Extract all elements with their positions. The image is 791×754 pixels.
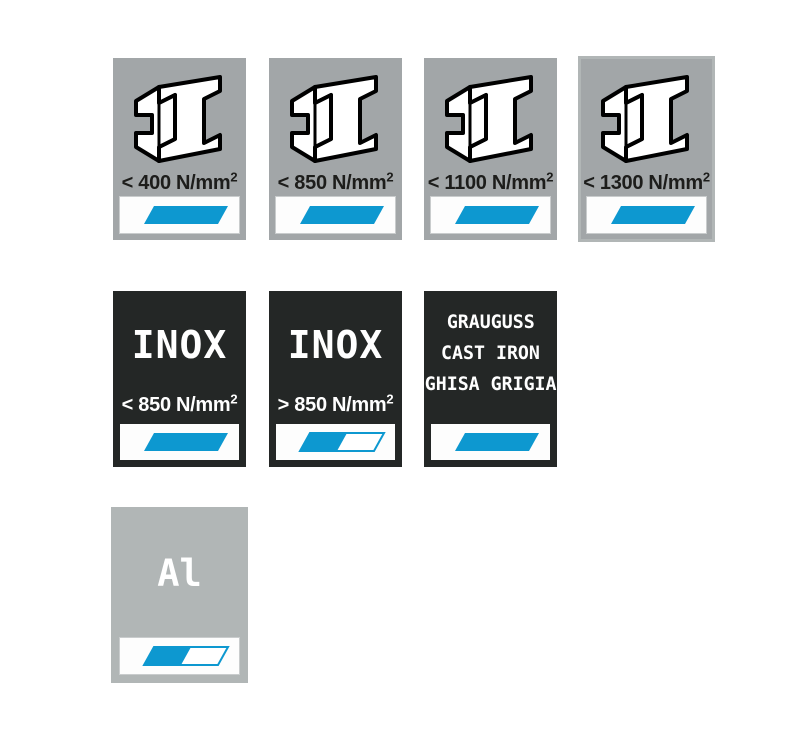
exponent: 2 bbox=[546, 169, 554, 185]
card-body: Al bbox=[113, 509, 246, 637]
fill-indicator-footer bbox=[119, 423, 240, 461]
card-cast-iron[interactable]: GRAUGUSS CAST IRON GHISA GRIGIA bbox=[424, 291, 557, 467]
fill-indicator-footer bbox=[430, 196, 551, 234]
card-body: INOX > 850 N/mm2 bbox=[269, 291, 402, 423]
card-aluminium[interactable]: Al bbox=[113, 509, 246, 681]
fill-indicator-footer bbox=[119, 196, 240, 234]
material-word: Al bbox=[157, 551, 202, 595]
card-steel-400[interactable]: < 400 N/mm2 bbox=[113, 58, 246, 240]
parallelogram-full-icon bbox=[610, 206, 695, 224]
fill-indicator-footer bbox=[119, 637, 240, 675]
fill-indicator-footer bbox=[275, 423, 396, 461]
card-body: < 400 N/mm2 bbox=[113, 58, 246, 196]
cast-iron-name-it: GHISA GRIGIA bbox=[424, 373, 557, 395]
parallelogram-full-icon bbox=[299, 206, 384, 224]
cast-iron-name-de: GRAUGUSS bbox=[446, 311, 535, 333]
i-beam-icon bbox=[444, 75, 533, 163]
strength-label: > 850 N/mm2 bbox=[277, 391, 394, 416]
card-body: < 850 N/mm2 bbox=[269, 58, 402, 196]
parallelogram-full-icon bbox=[143, 433, 228, 451]
cast-iron-names: GRAUGUSS CAST IRON GHISA GRIGIA bbox=[422, 313, 559, 394]
parallelogram-full-icon bbox=[454, 206, 539, 224]
card-body: INOX < 850 N/mm2 bbox=[113, 291, 246, 423]
strength-label: < 1300 N/mm2 bbox=[583, 169, 710, 194]
card-steel-1300[interactable]: < 1300 N/mm2 bbox=[580, 58, 713, 240]
card-steel-850[interactable]: < 850 N/mm2 bbox=[269, 58, 402, 240]
material-word: INOX bbox=[287, 323, 384, 367]
card-steel-1100[interactable]: < 1100 N/mm2 bbox=[424, 58, 557, 240]
parallelogram-half-icon bbox=[297, 432, 386, 452]
card-body: GRAUGUSS CAST IRON GHISA GRIGIA bbox=[424, 291, 557, 423]
i-beam-icon bbox=[133, 75, 222, 163]
i-beam-icon bbox=[600, 75, 689, 163]
parallelogram-full-icon bbox=[143, 206, 228, 224]
fill-indicator-footer bbox=[430, 423, 551, 461]
exponent: 2 bbox=[230, 391, 238, 407]
exponent: 2 bbox=[702, 169, 710, 185]
strength-label: < 400 N/mm2 bbox=[121, 169, 238, 194]
fill-indicator-footer bbox=[275, 196, 396, 234]
material-word: INOX bbox=[131, 323, 228, 367]
card-body: < 1100 N/mm2 bbox=[424, 58, 557, 196]
strength-label: < 850 N/mm2 bbox=[277, 169, 394, 194]
exponent: 2 bbox=[386, 169, 394, 185]
i-beam-icon bbox=[289, 75, 378, 163]
card-body: < 1300 N/mm2 bbox=[580, 58, 713, 196]
parallelogram-half-icon bbox=[141, 646, 230, 666]
strength-label: < 850 N/mm2 bbox=[121, 391, 238, 416]
cast-iron-name-en: CAST IRON bbox=[441, 342, 540, 364]
exponent: 2 bbox=[386, 391, 394, 407]
card-inox-lt-850[interactable]: INOX < 850 N/mm2 bbox=[113, 291, 246, 467]
parallelogram-full-icon bbox=[454, 433, 539, 451]
card-inox-gt-850[interactable]: INOX > 850 N/mm2 bbox=[269, 291, 402, 467]
strength-label: < 1100 N/mm2 bbox=[427, 169, 554, 194]
fill-indicator-footer bbox=[586, 196, 707, 234]
exponent: 2 bbox=[230, 169, 238, 185]
